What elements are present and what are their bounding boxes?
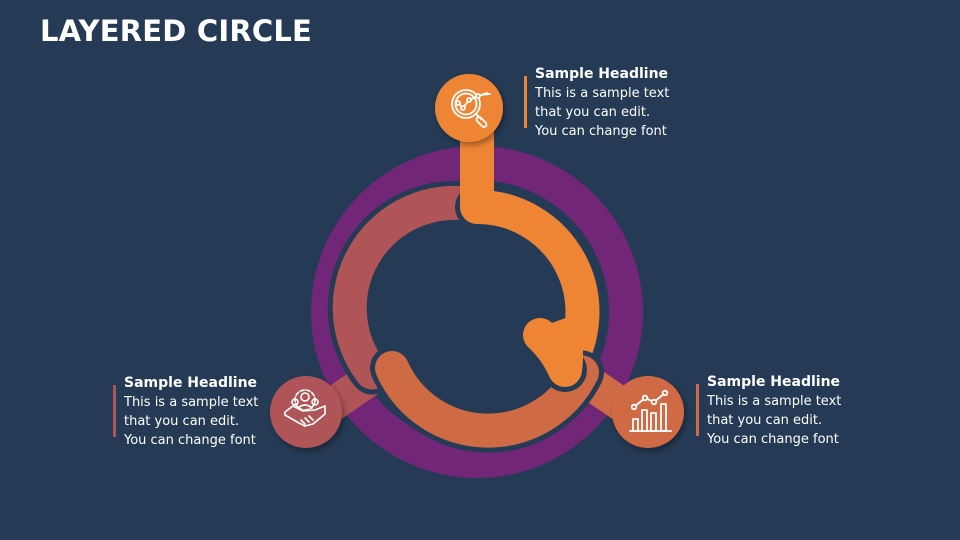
slide-title: LAYERED CIRCLE [40, 14, 313, 48]
segment-top-body-fix [543, 314, 584, 373]
accent-bar-left [113, 385, 116, 437]
icon-circle-right[interactable] [612, 376, 684, 448]
text-block-right: Sample Headline This is a sample text th… [696, 372, 841, 449]
teamwork-handshake-icon [284, 389, 326, 427]
body-line: You can change font [707, 432, 839, 447]
accent-bar-right [696, 384, 699, 436]
body-line: that you can edit. [124, 414, 240, 429]
magnifier-chart-icon [451, 89, 491, 128]
body-line: This is a sample text [124, 395, 259, 410]
segment-left [332, 185, 502, 390]
body-line: You can change font [535, 124, 667, 139]
body-line: that you can edit. [535, 105, 651, 120]
accent-bar-top [524, 76, 527, 128]
headline-top: Sample Headline [535, 66, 669, 82]
text-block-top: Sample Headline This is a sample text th… [524, 64, 669, 141]
segment-top-join [460, 178, 494, 208]
icon-circle-left[interactable] [270, 376, 342, 448]
icon-circle-top[interactable] [435, 74, 503, 142]
segment-right [375, 351, 599, 448]
headline-right: Sample Headline [707, 374, 841, 390]
growth-bar-chart-icon [629, 389, 672, 432]
headline-left: Sample Headline [124, 375, 258, 391]
body-line: You can change font [124, 433, 256, 448]
text-block-left: Sample Headline This is a sample text th… [113, 373, 258, 450]
body-line: This is a sample text [707, 394, 842, 409]
body-line: that you can edit. [707, 413, 823, 428]
body-line: This is a sample text [535, 86, 670, 101]
